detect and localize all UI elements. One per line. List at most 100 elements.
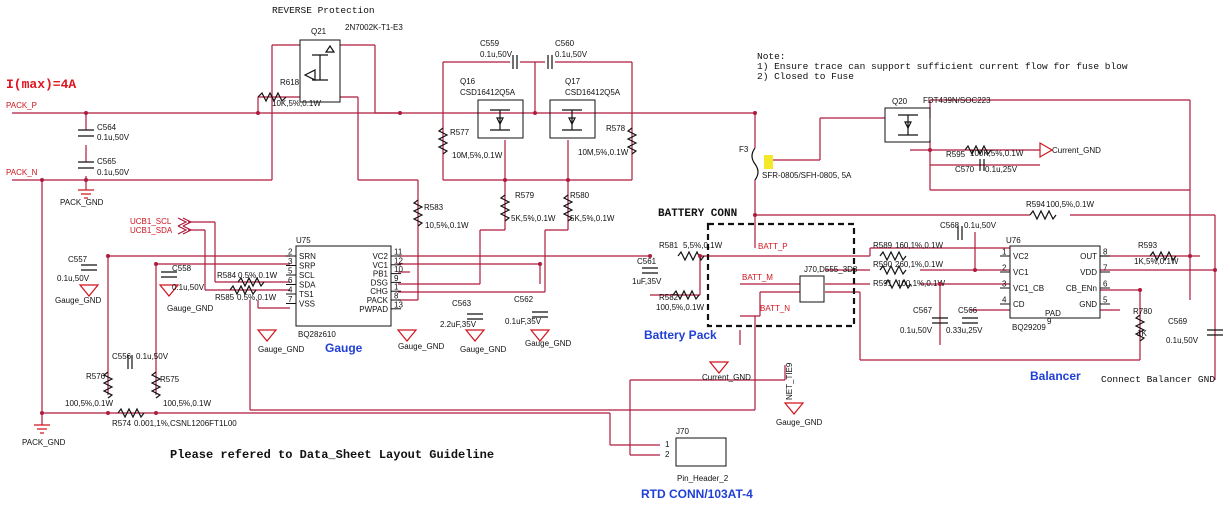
u76-pin-name-cd: CD (1013, 300, 1025, 309)
c556-capacitor (127, 355, 133, 369)
net-batt-p: BATT_P (758, 242, 788, 251)
u76-pin-name-gnd: GND (1079, 300, 1097, 309)
layout-guideline-note: Please refered to Data_Sheet Layout Guid… (170, 448, 494, 462)
c556-ref: C556 (112, 352, 132, 361)
c558-value: 0.1u,50V (172, 283, 205, 292)
net-batt-m: BATT_M (742, 273, 773, 282)
r579-value: 5K,5%,0.1W (511, 214, 556, 223)
u76-pin-num-6: 6 (1103, 280, 1108, 289)
c561-ref: C561 (637, 257, 657, 266)
q21-mosfet (299, 39, 341, 103)
net-current-gnd-bottom: Current_GND (702, 373, 751, 382)
u75-pin-num-5: 5 (288, 267, 293, 276)
r780-value: 1K (1137, 329, 1147, 338)
u75-pin-name-vss: VSS (299, 300, 315, 309)
reverse-protection-label: REVERSE Protection (272, 5, 375, 16)
u75-pin-num-10: 10 (394, 265, 403, 274)
c559-value: 0.1u,50V (480, 50, 513, 59)
gauge-gnd-ts1: Gauge_GND (258, 345, 304, 354)
c570-capacitor (979, 159, 985, 171)
r590-resistor (879, 264, 907, 276)
c567-ref: C567 (913, 306, 933, 315)
r575-ref: R575 (160, 375, 180, 384)
r585-resistor (229, 284, 257, 296)
battery-conn-box (706, 222, 856, 328)
q20-part: FDT439N/SOC223 (923, 96, 991, 105)
r618-ref: R618 (280, 78, 300, 87)
battery-pack-label: Battery Pack (644, 328, 717, 342)
u75-pin-name-pb1: PB1 (373, 270, 389, 279)
c563-capacitor (467, 313, 483, 320)
r582-ref: R582 (659, 293, 679, 302)
r577-resistor (437, 127, 449, 155)
c565-ref: C565 (97, 157, 117, 166)
u76-pin-num-8: 8 (1103, 248, 1108, 257)
u76-pin-name-cb_enn: CB_ENn (1066, 284, 1097, 293)
r593-ref: R593 (1138, 241, 1158, 250)
note-line-1: 1) Ensure trace can support sufficient c… (757, 61, 1128, 72)
r595-ref: R595 (946, 150, 966, 159)
u76-pad-num: 9 (1047, 317, 1052, 326)
q16-ref: Q16 (460, 77, 476, 86)
net-batt-n: BATT_N (760, 304, 790, 313)
u76-pin-num-7: 7 (1103, 264, 1108, 273)
r575-value: 100,5%,0.1W (163, 399, 211, 408)
c570-ref: C570 (955, 165, 975, 174)
q21-ref: Q21 (311, 27, 327, 36)
r584-value: 0.5%,0.1W (238, 271, 278, 280)
q16-mosfet (477, 99, 524, 139)
r583-value: 10,5%,0.1W (425, 221, 469, 230)
r618-value: 10K,5%,0.1W (272, 99, 321, 108)
c557-ref: C557 (68, 255, 88, 264)
u75-chip-body (295, 245, 392, 327)
note-title: Note: (757, 51, 786, 62)
r585-value: 0.5%,0.1W (237, 293, 277, 302)
c556-value: 0.1u,50V (136, 352, 169, 361)
j70-connector-body (799, 275, 825, 303)
c564-ref: C564 (97, 123, 117, 132)
r618-resistor (257, 91, 287, 103)
u76-pin-num-4: 4 (1002, 296, 1007, 305)
u75-pin-num-4: 4 (288, 286, 293, 295)
u75-pin-num-3: 3 (288, 257, 293, 266)
f3-fuse (751, 147, 759, 181)
u75-pin-num-11: 11 (394, 248, 403, 257)
c557-value: 0.1u,50V (57, 274, 90, 283)
c562-value: 0.1uF,35V (505, 317, 542, 326)
u75-title: Gauge (325, 341, 363, 355)
c567-value: 0.1u,50V (900, 326, 933, 335)
j70-conn-ref: J70,D555_3D8 (804, 265, 858, 274)
c564-value: 0.1u,50V (97, 133, 130, 142)
net-pack-p: PACK_P (6, 101, 37, 110)
r574-value: 0.001,1%,CSNL1206FT1L00 (134, 419, 237, 428)
c562-capacitor (532, 311, 548, 318)
c559-capacitor (512, 55, 518, 69)
u76-pin-num-1: 1 (1002, 248, 1007, 257)
u75-pin-name-chg: CHG (370, 287, 388, 296)
c570-value: 0.1u,25V (985, 165, 1018, 174)
rtd-conn-label: RTD CONN/103AT-4 (641, 487, 753, 501)
gauge-gnd-c562: Gauge_GND (525, 339, 571, 348)
note-line-2: 2) Closed to Fuse (757, 71, 854, 82)
c560-capacitor (547, 55, 553, 69)
j70-header-body (675, 437, 727, 467)
c567-capacitor (932, 317, 948, 324)
r581-ref: R581 (659, 241, 679, 250)
q20-ref: Q20 (892, 97, 908, 106)
u76-pin-num-2: 2 (1002, 264, 1007, 273)
u75-pin-num-9: 9 (394, 274, 399, 283)
r577-ref: R577 (450, 128, 470, 137)
battery-conn-label: BATTERY CONN (658, 208, 737, 220)
u75-pin-name-vc1: VC1 (372, 261, 388, 270)
u75-pin-name-pack: PACK (367, 296, 389, 305)
r585-ref: R585 (215, 293, 235, 302)
r594-resistor (1029, 209, 1057, 221)
r593-value: 1K,5%,0.1W (1134, 257, 1179, 266)
net-current-gnd-top: Current_GND (1052, 146, 1101, 155)
c563-value: 2.2uF,35V (440, 320, 477, 329)
j70-header-pin-2: 2 (665, 450, 670, 459)
r574-ref: R574 (112, 419, 132, 428)
r589-resistor (879, 250, 907, 262)
net-pack-gnd-top: PACK_GND (60, 198, 104, 207)
